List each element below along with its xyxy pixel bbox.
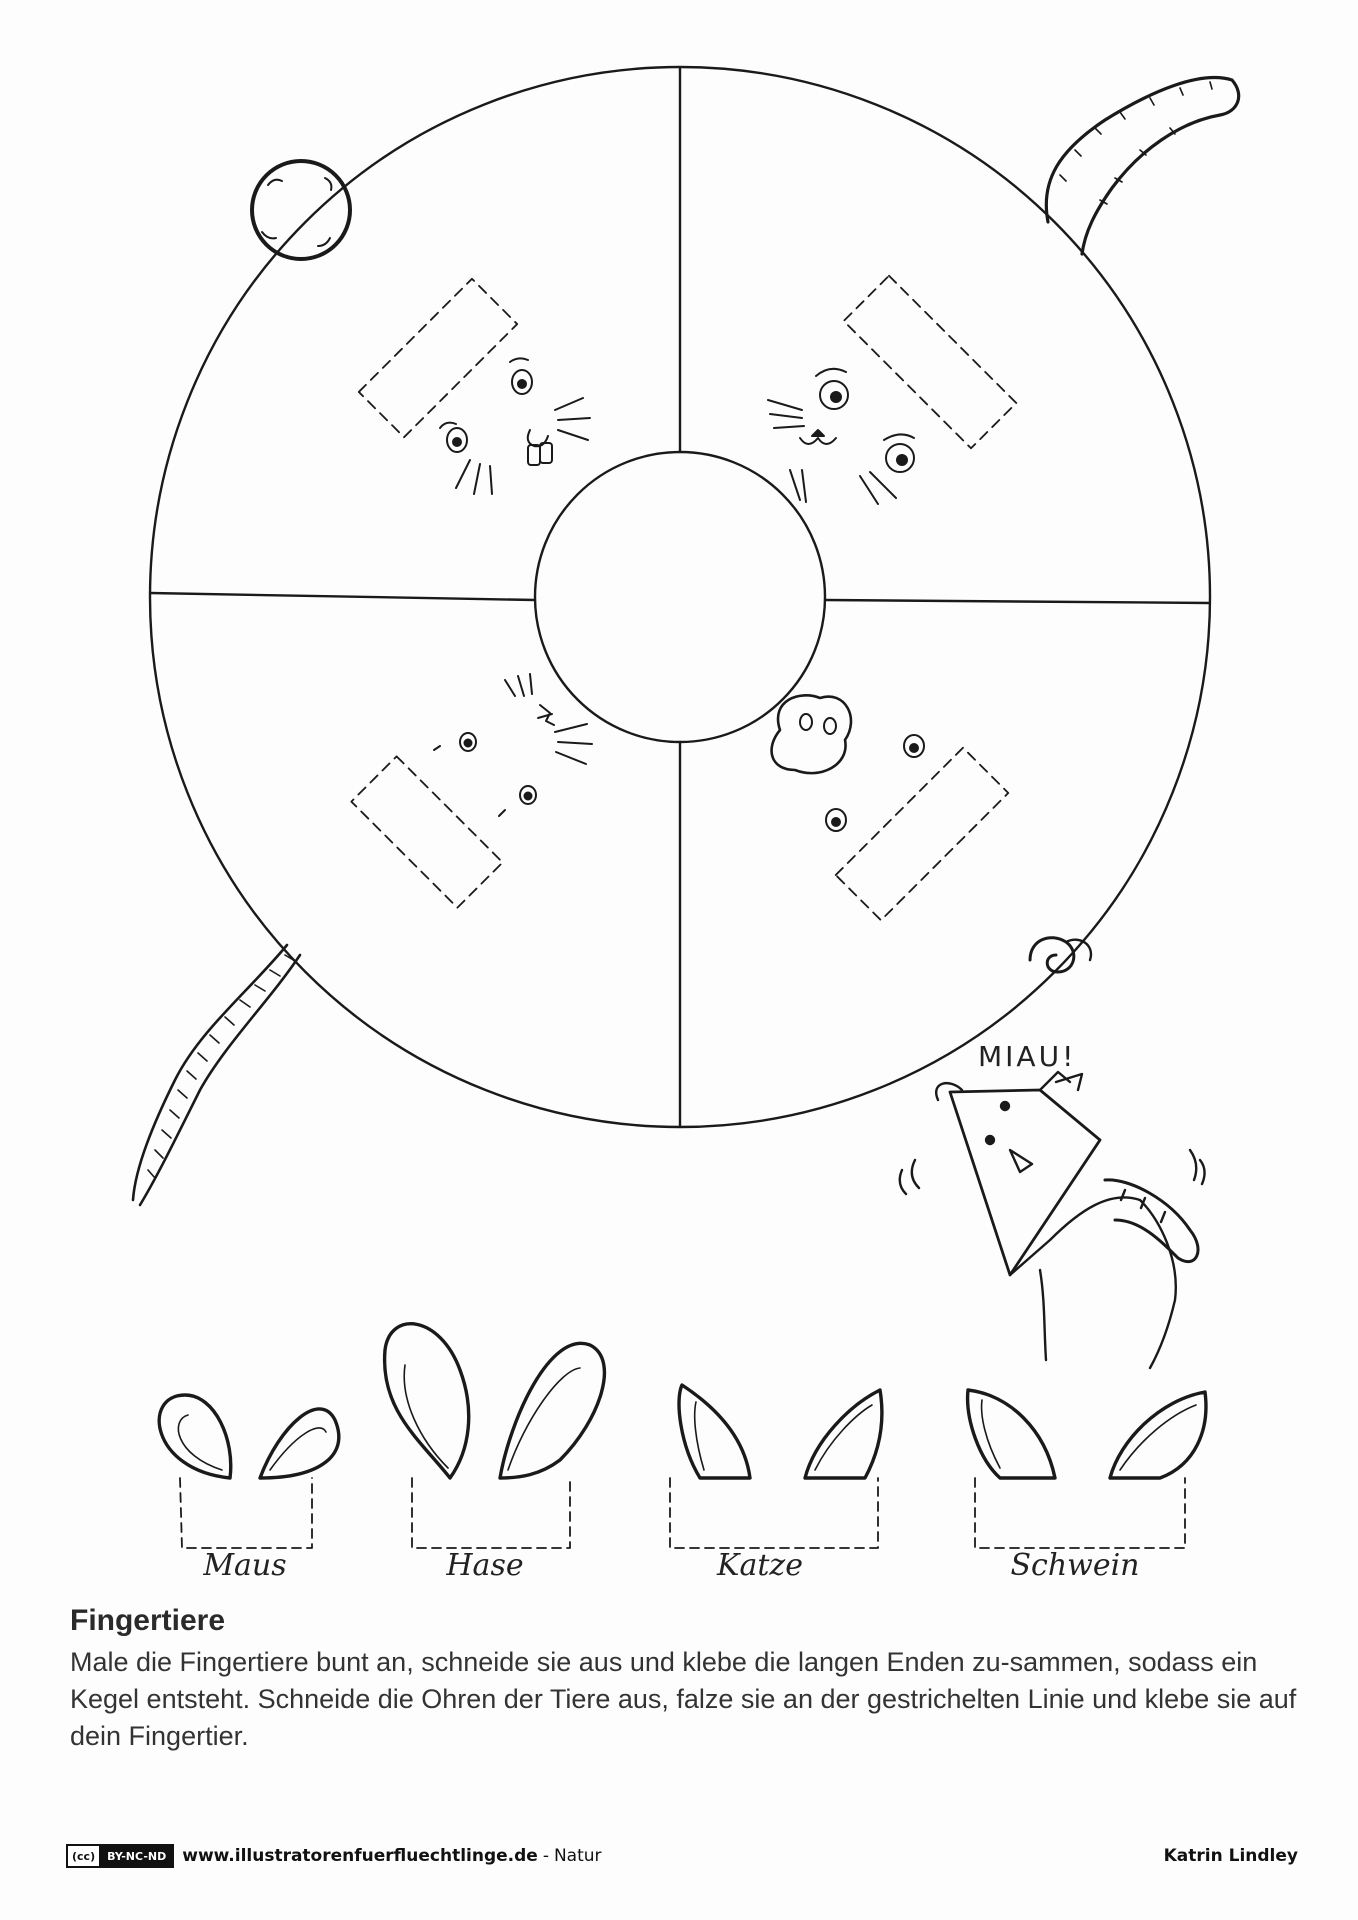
rabbit-ears-icon	[382, 1322, 607, 1549]
mouse-face-icon	[433, 673, 593, 817]
website-link[interactable]: www.illustratorenfuerfluechtlinge.de	[182, 1846, 538, 1866]
ear-label-rabbit: Hase	[446, 1548, 524, 1583]
mouse-ears-icon	[157, 1393, 341, 1549]
rabbit-face-icon	[439, 357, 591, 495]
cc-icon: (cc)	[68, 1846, 102, 1866]
instructions-block: Fingertiere Male die Fingertiere bunt an…	[70, 1604, 1300, 1755]
divider-right	[823, 598, 1212, 605]
license-type: BY-NC-ND	[101, 1846, 173, 1866]
glue-flap-cat	[842, 274, 1018, 450]
cc-license-badge[interactable]: (cc) BY-NC-ND	[66, 1844, 175, 1868]
cat-face-icon	[767, 367, 915, 505]
mouse-tail-icon	[131, 943, 302, 1207]
ear-label-mouse: Maus	[203, 1548, 287, 1583]
ear-label-cat: Katze	[717, 1548, 803, 1583]
cat-ears-icon	[669, 1383, 884, 1549]
worksheet-title: Fingertiere	[70, 1604, 226, 1637]
footer-category: Natur	[553, 1846, 602, 1866]
rabbit-tail-icon	[250, 159, 352, 261]
glue-flap-rabbit	[357, 277, 519, 439]
ear-label-pig: Schwein	[1010, 1548, 1140, 1583]
footer-author: Katrin Lindley	[1163, 1846, 1298, 1866]
pig-face-icon	[770, 694, 925, 832]
speech-miau: MIAU!	[978, 1040, 1077, 1073]
footer: (cc) BY-NC-ND www.illustratorenfuerfluec…	[66, 1842, 1298, 1870]
finger-puppet-illustration	[898, 1070, 1206, 1370]
instructions-text: Male die Fingertiere bunt an, schneide s…	[70, 1647, 1297, 1751]
cat-tail-icon	[1044, 75, 1241, 256]
footer-separator: -	[542, 1846, 549, 1866]
pig-tail-icon	[1028, 936, 1093, 974]
glue-flap-pig	[834, 746, 1010, 922]
divider-left	[148, 591, 537, 602]
pig-ears-icon	[965, 1388, 1208, 1549]
glue-flap-mouse	[350, 755, 504, 909]
inner-circle	[533, 450, 827, 744]
